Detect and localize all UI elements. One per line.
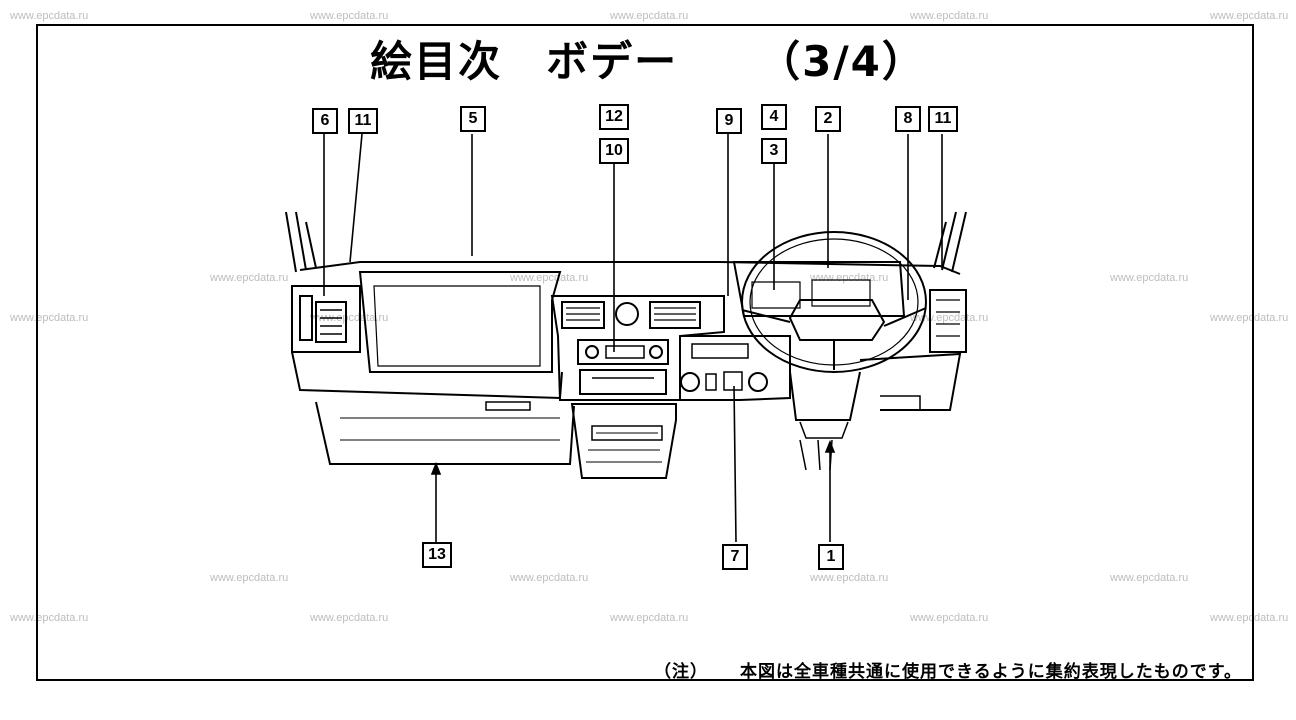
steering-column [789,371,861,421]
watermark: www.epcdata.ru [210,272,289,284]
callout-4: 4 [761,104,787,130]
leader-7 [733,385,737,543]
passenger-panel [358,271,562,373]
watermark: www.epcdata.ru [310,612,389,624]
watermark: www.epcdata.ru [1110,572,1189,584]
glovebox-lower [315,401,575,465]
watermark: www.epcdata.ru [10,612,89,624]
meter-cluster [732,261,906,317]
watermark: www.epcdata.ru [510,272,589,284]
watermark: www.epcdata.ru [1210,312,1289,324]
watermark: www.epcdata.ru [810,272,889,284]
lower-dash-left [291,351,563,400]
watermark: www.epcdata.ru [10,10,89,22]
left-side-vent [291,285,361,353]
page-title: 絵目次 ボデー （3/4） [0,28,1296,89]
callout-11-left: 11 [348,108,378,134]
watermark: www.epcdata.ru [610,612,689,624]
lower-dash-right [859,352,962,411]
callout-10: 10 [599,138,629,164]
watermark: www.epcdata.ru [510,572,589,584]
steering-wheel-rim [741,231,927,373]
callout-2: 2 [815,106,841,132]
lower-console [570,403,677,479]
radio [577,339,669,365]
center-vent-right [649,301,701,329]
watermark: www.epcdata.ru [910,612,989,624]
diagram-frame [36,24,1254,681]
callout-3: 3 [761,138,787,164]
ashtray [579,369,667,395]
callout-11-right: 11 [928,106,958,132]
watermark: www.epcdata.ru [310,10,389,22]
callout-1: 1 [818,544,844,570]
callout-8: 8 [895,106,921,132]
callout-5: 5 [460,106,486,132]
center-stack [550,295,725,401]
watermark: www.epcdata.ru [1110,272,1189,284]
watermark: www.epcdata.ru [10,312,89,324]
footnote-prefix: （注） [654,662,709,682]
watermark: www.epcdata.ru [1210,612,1289,624]
watermark: www.epcdata.ru [210,572,289,584]
footnote-text: 本図は全車種共通に使用できるように集約表現したものです。 [740,662,1242,682]
watermark: www.epcdata.ru [310,312,389,324]
title-page-number: （3/4） [758,37,926,86]
callout-9: 9 [716,108,742,134]
left-a-pillar [285,211,317,273]
title-main: 絵目次 ボデー [370,37,679,86]
callout-6: 6 [312,108,338,134]
watermark: www.epcdata.ru [810,572,889,584]
right-side-vent [929,289,967,353]
right-a-pillar [933,211,967,273]
watermark: www.epcdata.ru [610,10,689,22]
clock [615,302,639,326]
leader-11-left [349,133,363,263]
callout-13: 13 [422,542,452,568]
center-vent-left [561,301,605,329]
callout-7: 7 [722,544,748,570]
callout-12: 12 [599,104,629,130]
dash-top-outline [299,261,961,275]
watermark: www.epcdata.ru [910,10,989,22]
watermark: www.epcdata.ru [1210,10,1289,22]
steering-wheel-hub [788,299,886,341]
footnote: （注） 本図は全車種共通に使用できるように集約表現したものです。 [654,657,1242,682]
